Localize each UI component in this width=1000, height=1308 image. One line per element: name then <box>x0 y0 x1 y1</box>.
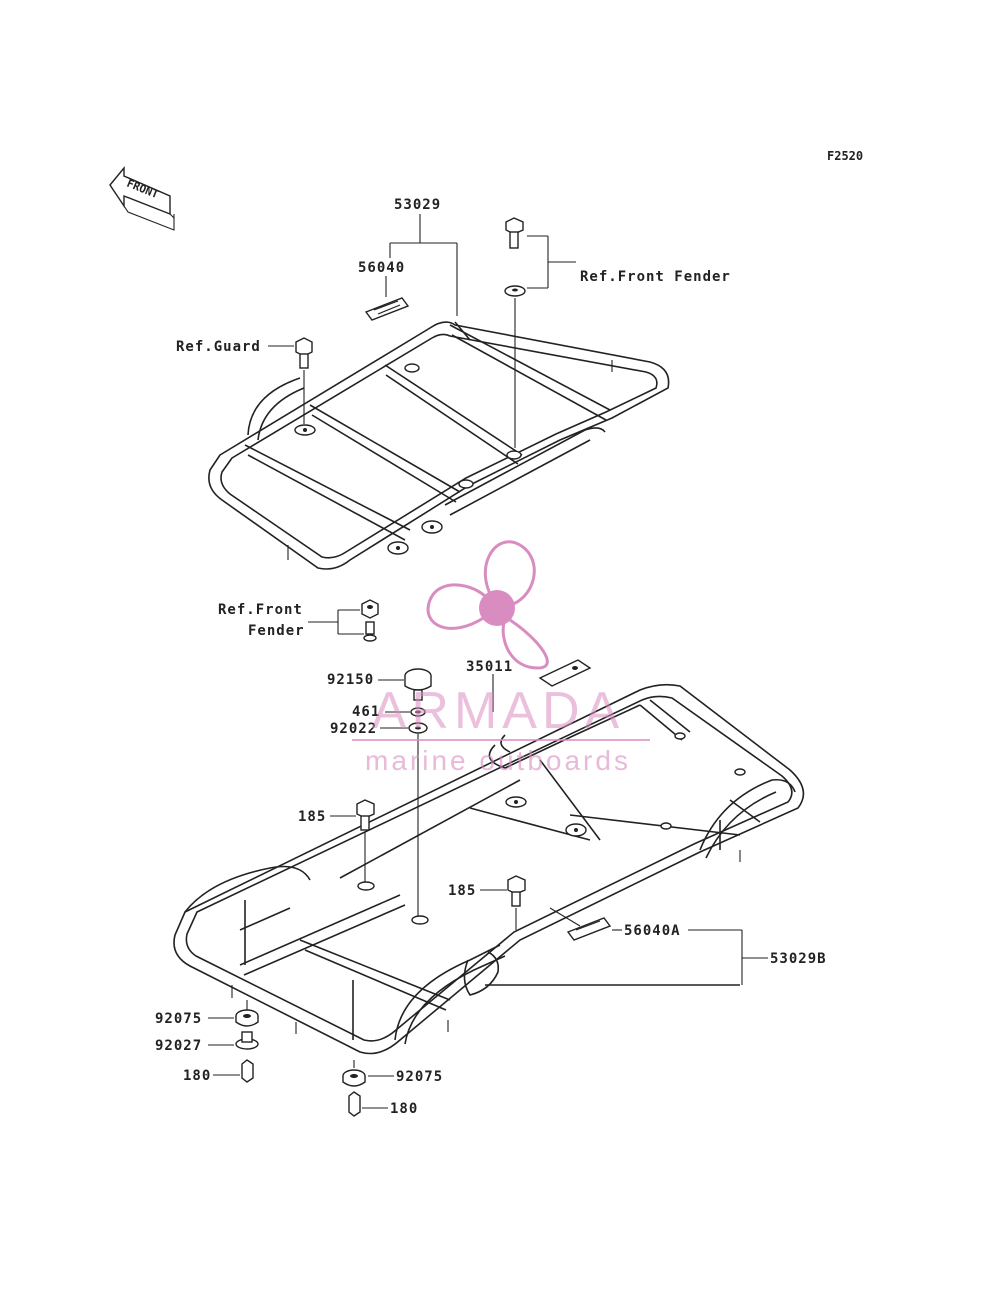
callout-180-left: 180 <box>183 1068 211 1084</box>
fastener-stack-middle <box>342 1060 394 1117</box>
callout-185-right: 185 <box>448 883 476 899</box>
bolt-ref-front-fender-middle <box>308 599 379 642</box>
knob-92150-stack <box>378 668 432 918</box>
front-direction-arrow-icon: FRONT <box>109 166 175 231</box>
callout-92075-middle: 92075 <box>396 1069 443 1085</box>
watermark-brand: ARMADA <box>372 682 624 740</box>
callout-92075-left: 92075 <box>155 1011 202 1027</box>
label-plate-56040 <box>364 297 410 321</box>
bolt-ref-guard <box>295 337 313 424</box>
front-carrier-mounting-tabs <box>287 360 613 560</box>
callout-53029B: 53029B <box>770 951 827 967</box>
callout-35011: 35011 <box>466 659 513 675</box>
watermark-tagline: marine outboards <box>365 745 631 776</box>
callout-ref-front-line1: Ref.Front <box>218 602 303 618</box>
callout-185-left: 185 <box>298 809 326 825</box>
callout-ref-front-line2: Fender <box>248 623 305 639</box>
propeller-logo-icon <box>426 540 549 670</box>
bolt-185-right <box>480 875 526 930</box>
callout-56040: 56040 <box>358 260 405 276</box>
callout-ref-guard: Ref.Guard <box>176 339 261 355</box>
callout-53029: 53029 <box>394 197 441 213</box>
fastener-stack-left <box>208 1000 259 1083</box>
upper-leader-lines <box>268 214 576 347</box>
bolt-185-left <box>330 799 375 882</box>
callout-56040A: 56040A <box>624 923 681 939</box>
front-carrier-frame <box>208 321 670 570</box>
bracket-35011 <box>492 659 592 712</box>
callout-92150: 92150 <box>327 672 374 688</box>
rear-carrier-mounting-tabs <box>231 732 746 1034</box>
bolt-ref-front-fender-top <box>504 217 526 448</box>
label-plate-56040A <box>549 907 768 985</box>
rear-carrier-frame <box>173 683 805 1055</box>
callout-92022: 92022 <box>330 721 377 737</box>
watermark: ARMADA marine outboards <box>352 540 650 776</box>
callout-180-middle: 180 <box>390 1101 418 1117</box>
callout-ref-front-fender-top: Ref.Front Fender <box>580 269 731 285</box>
callout-461: 461 <box>352 704 380 720</box>
callout-92027: 92027 <box>155 1038 202 1054</box>
diagram-code: F2520 <box>827 149 863 163</box>
